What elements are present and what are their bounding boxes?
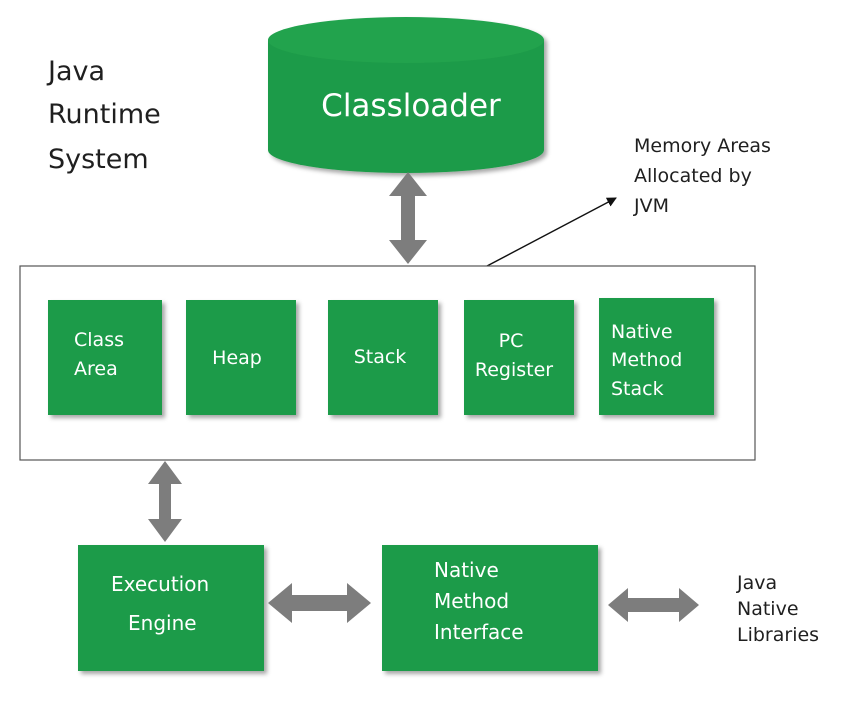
memory-execution-arrow bbox=[148, 461, 182, 542]
execution-engine-label: Execution Engine bbox=[111, 572, 216, 635]
memory-area-label: Native Method Stack bbox=[611, 321, 688, 400]
native-libraries-arrow bbox=[608, 588, 699, 622]
memory-area-stack: Stack bbox=[328, 300, 438, 415]
native-method-interface-label: Native Method Interface bbox=[434, 558, 524, 644]
cylinder-body bbox=[268, 40, 544, 173]
title-line: Java bbox=[46, 56, 105, 87]
memory-area-native-method-stack: Native Method Stack bbox=[599, 298, 714, 415]
classloader-label: Classloader bbox=[321, 88, 501, 124]
memory-area-heap: Heap bbox=[186, 300, 296, 415]
memory-note-pointer bbox=[486, 197, 617, 267]
runtime-system-title: Java Runtime System bbox=[46, 56, 169, 175]
execution-engine-box: Execution Engine bbox=[78, 545, 264, 671]
cylinder-top bbox=[268, 17, 544, 63]
memory-area-label: Class Area bbox=[74, 329, 130, 380]
memory-area-label: PC Register bbox=[475, 330, 553, 381]
memory-area-class-area: Class Area bbox=[48, 300, 162, 415]
memory-note-line: Allocated by bbox=[634, 165, 752, 187]
title-line: Runtime bbox=[48, 99, 161, 130]
title-line: System bbox=[48, 144, 149, 175]
memory-note-line: Memory Areas bbox=[634, 135, 771, 157]
memory-note-line: JVM bbox=[633, 195, 669, 217]
native-method-interface-box: Native Method Interface bbox=[382, 545, 598, 671]
classloader-memory-arrow bbox=[389, 172, 427, 264]
memory-area-label: Heap bbox=[212, 347, 262, 369]
classloader-cylinder bbox=[268, 17, 544, 173]
native-libraries-label: Java Native Libraries bbox=[736, 572, 819, 646]
execution-native-arrow bbox=[268, 583, 371, 623]
memory-note: Memory Areas Allocated by JVM bbox=[633, 135, 777, 217]
memory-area-label: Stack bbox=[354, 346, 407, 368]
memory-area-pc-register: PC Register bbox=[464, 300, 574, 415]
